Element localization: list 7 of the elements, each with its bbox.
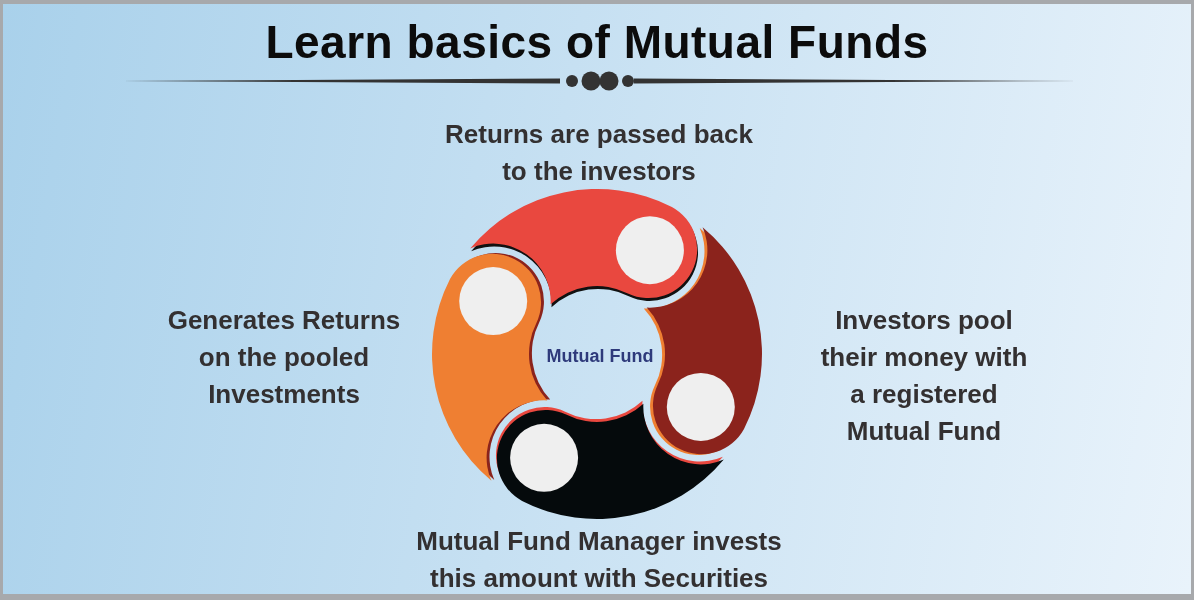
step-description: Generates Returns on the pooled Investments <box>166 304 402 411</box>
ring-segment <box>496 400 724 519</box>
center-label: Mutual Fund <box>546 345 654 367</box>
step-description: Mutual Fund Manager invests this amount with Securities <box>415 525 783 594</box>
title: Learn basics of Mutual Funds <box>265 15 929 70</box>
step-description: Investors pool their money with a registered Mutual Fund <box>819 304 1029 448</box>
step-description: Returns are passed back to the investors <box>444 118 754 188</box>
